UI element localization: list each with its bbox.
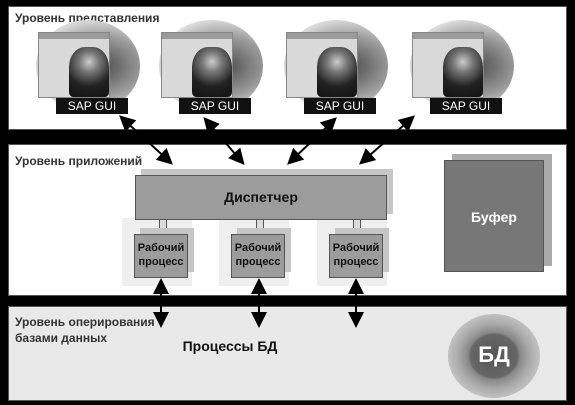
user-photo — [69, 47, 109, 97]
dispatcher-box: Диспетчер — [135, 175, 387, 220]
gui-dispatcher-arrow — [119, 115, 173, 165]
work-process-label-line2: процесс — [333, 256, 379, 268]
work-process-label-line2: процесс — [138, 256, 184, 268]
sap-gui-label: SAP GUI — [304, 98, 376, 114]
sap-gui-client: SAP GUI — [153, 20, 263, 114]
database-layer-label-line2: базами данных — [15, 331, 108, 345]
database-disk-icon: БД — [448, 314, 540, 398]
work-process-label-line1: Рабочий — [332, 242, 380, 254]
user-photo — [317, 47, 357, 97]
application-layer-label: Уровень приложений — [15, 154, 143, 168]
sap-gui-client: SAP GUI — [278, 20, 388, 114]
sap-gui-client: SAP GUI — [404, 20, 514, 114]
work-process-box: Рабочий процесс — [329, 234, 383, 278]
work-process-label-line2: процесс — [235, 256, 281, 268]
work-process-label-line1: Рабочий — [234, 242, 282, 254]
work-process-box: Рабочий процесс — [231, 234, 285, 278]
sap-gui-label: SAP GUI — [56, 98, 128, 114]
gui-dispatcher-arrow — [203, 116, 245, 166]
work-process-box: Рабочий процесс — [134, 234, 188, 278]
gui-screen-icon — [38, 32, 110, 98]
gui-dispatcher-arrow — [287, 117, 337, 165]
sap-gui-label: SAP GUI — [430, 98, 502, 114]
db-processes-label: Процессы БД — [182, 338, 278, 354]
gui-dispatcher-arrow — [358, 115, 416, 165]
gui-screen-icon — [161, 32, 233, 98]
database-label: БД — [478, 342, 510, 367]
buffer-box: Буфер — [444, 160, 544, 272]
presentation-layer-label: Уровень представления — [15, 11, 160, 25]
buffer-label: Буфер — [471, 209, 517, 225]
database-layer-label-line1: Уровень оперирования — [15, 315, 155, 329]
gui-screen-icon — [286, 32, 358, 98]
user-photo — [192, 47, 232, 97]
work-process-label-line1: Рабочий — [137, 242, 185, 254]
sap-gui-client: SAP GUI — [30, 20, 140, 114]
gui-screen-icon — [412, 32, 484, 98]
sap-gui-label: SAP GUI — [179, 98, 251, 114]
user-photo — [443, 47, 483, 97]
dispatcher-label: Диспетчер — [224, 189, 298, 205]
